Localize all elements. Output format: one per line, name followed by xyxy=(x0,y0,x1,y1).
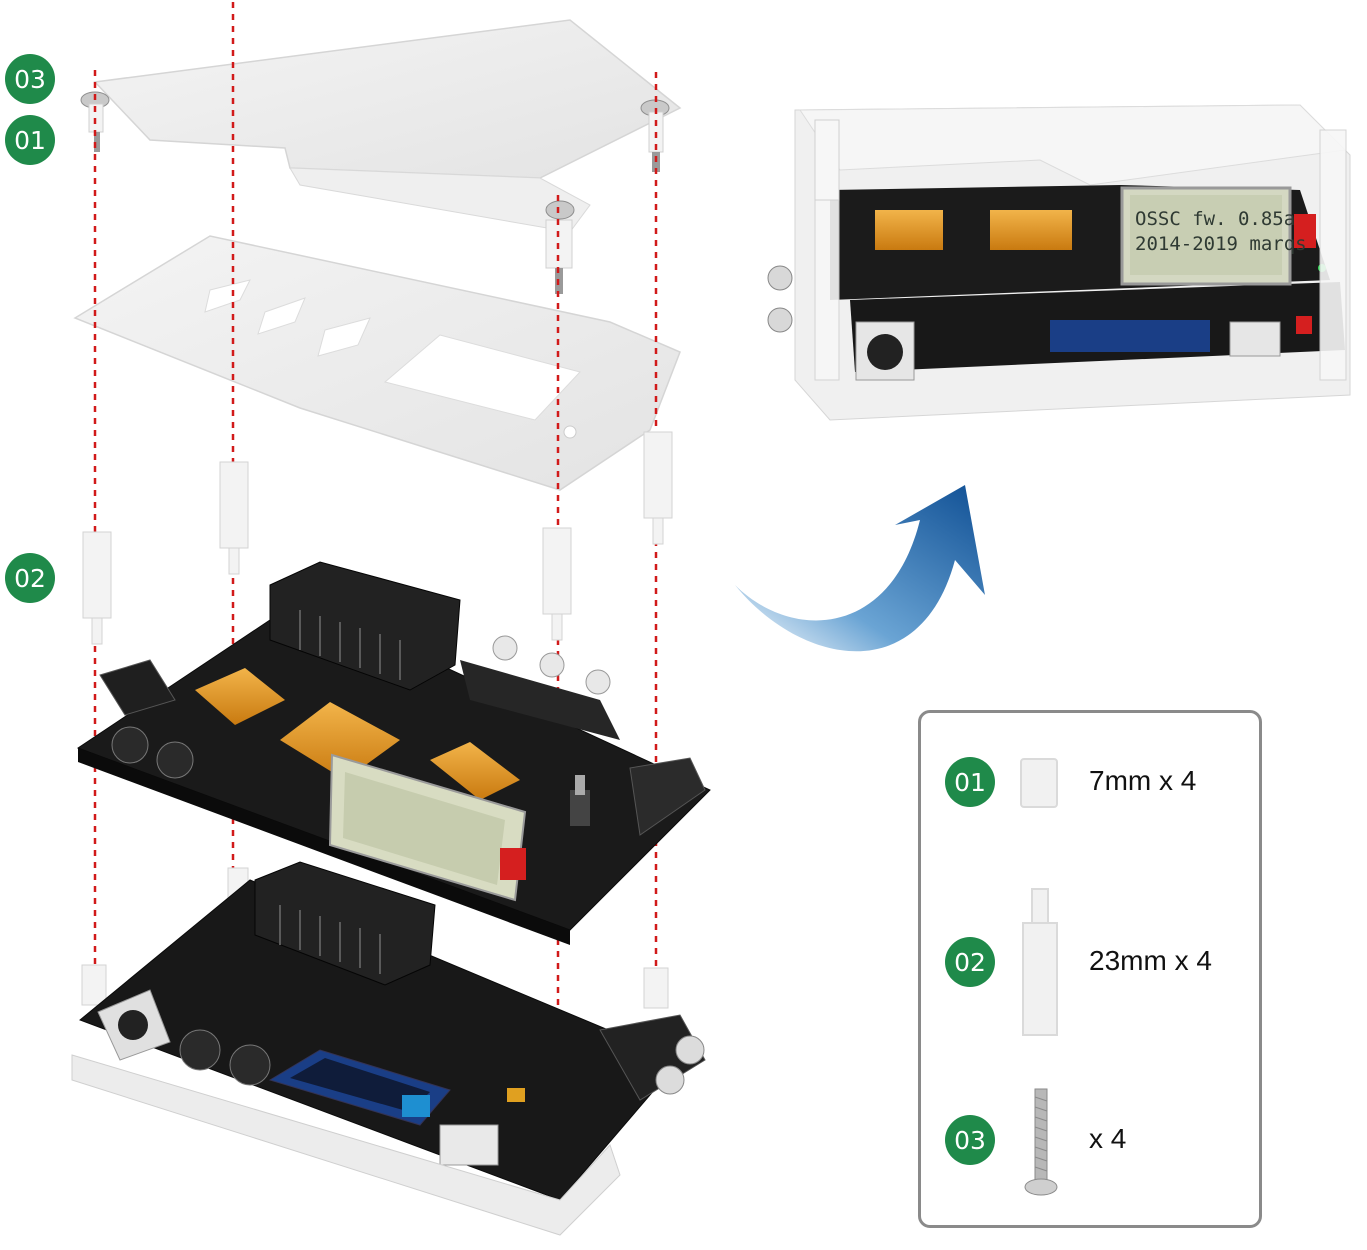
parts-legend: 01 7mm x 4 02 23mm x 4 03 x 4 xyxy=(918,710,1262,1228)
legend-badge-03: 03 xyxy=(945,1115,995,1165)
legend-badge-02: 02 xyxy=(945,937,995,987)
legend-label-03: x 4 xyxy=(1089,1123,1127,1154)
middle-acrylic-plate xyxy=(73,235,681,491)
legend-badge-01: 01 xyxy=(945,757,995,807)
standoff-23mm-icon xyxy=(1022,888,1058,1036)
screw-icon xyxy=(1024,1088,1058,1196)
bottom-acrylic-plate xyxy=(71,1054,621,1236)
callout-badge-01: 01 xyxy=(5,115,55,165)
legend-label-01: 7mm x 4 xyxy=(1089,765,1197,796)
assembled-unit-image: OSSC fw. 0.85a 2014-2019 marqs xyxy=(767,104,1351,421)
assembly-arrow-icon xyxy=(735,485,985,652)
callout-badge-03: 03 xyxy=(5,54,55,104)
top-acrylic-plate xyxy=(93,19,682,233)
standoffs-23mm xyxy=(82,431,673,645)
lower-pcb-board xyxy=(79,861,706,1201)
upper-pcb-board xyxy=(76,561,711,945)
spacer-7mm-icon xyxy=(1020,758,1058,808)
legend-label-02: 23mm x 4 xyxy=(1089,945,1212,976)
callout-badge-02: 02 xyxy=(5,553,55,603)
lcd-line-2: 2014-2019 marqs xyxy=(1135,233,1307,255)
lcd-line-1: OSSC fw. 0.85a xyxy=(1135,208,1295,230)
